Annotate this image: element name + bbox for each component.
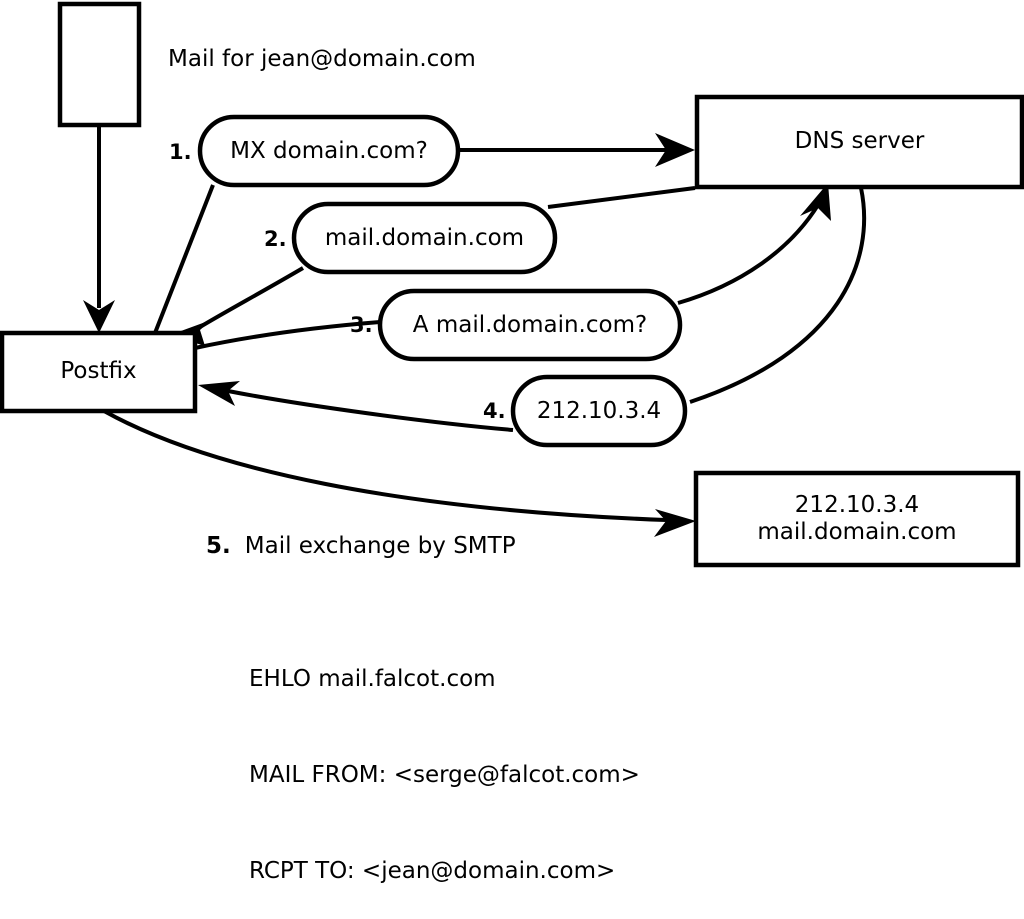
step-number-1: 1. <box>169 140 192 164</box>
pill-step-4[interactable] <box>510 374 688 448</box>
edge-postfix-to-mx-pill <box>153 184 215 334</box>
edge-dns-to-ip-pill <box>689 187 867 404</box>
smtp-line: EHLO mail.falcot.com <box>249 666 496 692</box>
pill-step-3-label: A mail.domain.com? <box>412 312 648 338</box>
node-sender-label <box>60 4 139 125</box>
edge-arecord-pill-to-dns <box>677 183 831 305</box>
edge-mx-pill-to-dns <box>458 133 695 167</box>
step-number-3: 3. <box>350 313 373 337</box>
smtp-line: MAIL FROM: <serge@falcot.com> <box>249 762 640 788</box>
smtp-line: RCPT TO: <jean@domain.com> <box>249 858 616 884</box>
node-postfix-box[interactable] <box>0 330 198 414</box>
node-dns-box[interactable] <box>694 94 1024 190</box>
step-number-5: 5. <box>206 533 231 559</box>
pill-step-4-label: 212.10.3.4 <box>536 398 662 424</box>
pill-step-3[interactable] <box>377 288 683 362</box>
node-mailserver-box[interactable] <box>693 470 1021 568</box>
pill-step-2[interactable] <box>291 201 558 275</box>
caption-mail-for: Mail for jean@domain.com <box>168 46 476 72</box>
node-postfix-label: Postfix <box>60 358 137 385</box>
pill-step-2-label: mail.domain.com <box>324 225 525 251</box>
pill-step-1[interactable] <box>197 114 461 188</box>
edge-ip-pill-to-postfix <box>198 381 514 432</box>
edge-sender-to-postfix <box>83 125 115 333</box>
edge-postfix-to-mailserver <box>103 409 696 537</box>
node-dns-label: DNS server <box>794 128 925 155</box>
edge-answer-pill-to-postfix <box>170 266 305 346</box>
step-number-4: 4. <box>483 399 506 423</box>
edge-dns-to-answer-pill <box>547 186 696 209</box>
smtp-transcript: EHLO mail.falcot.com MAIL FROM: <serge@f… <box>249 599 640 919</box>
pill-step-1-label: MX domain.com? <box>230 138 428 164</box>
step-number-2: 2. <box>264 227 287 251</box>
step-5-row: 5. Mail exchange by SMTP <box>206 533 516 559</box>
node-mailserver-label: 212.10.3.4 mail.domain.com <box>757 491 957 545</box>
node-sender-box[interactable] <box>57 1 142 128</box>
step-5-label: Mail exchange by SMTP <box>244 533 516 559</box>
